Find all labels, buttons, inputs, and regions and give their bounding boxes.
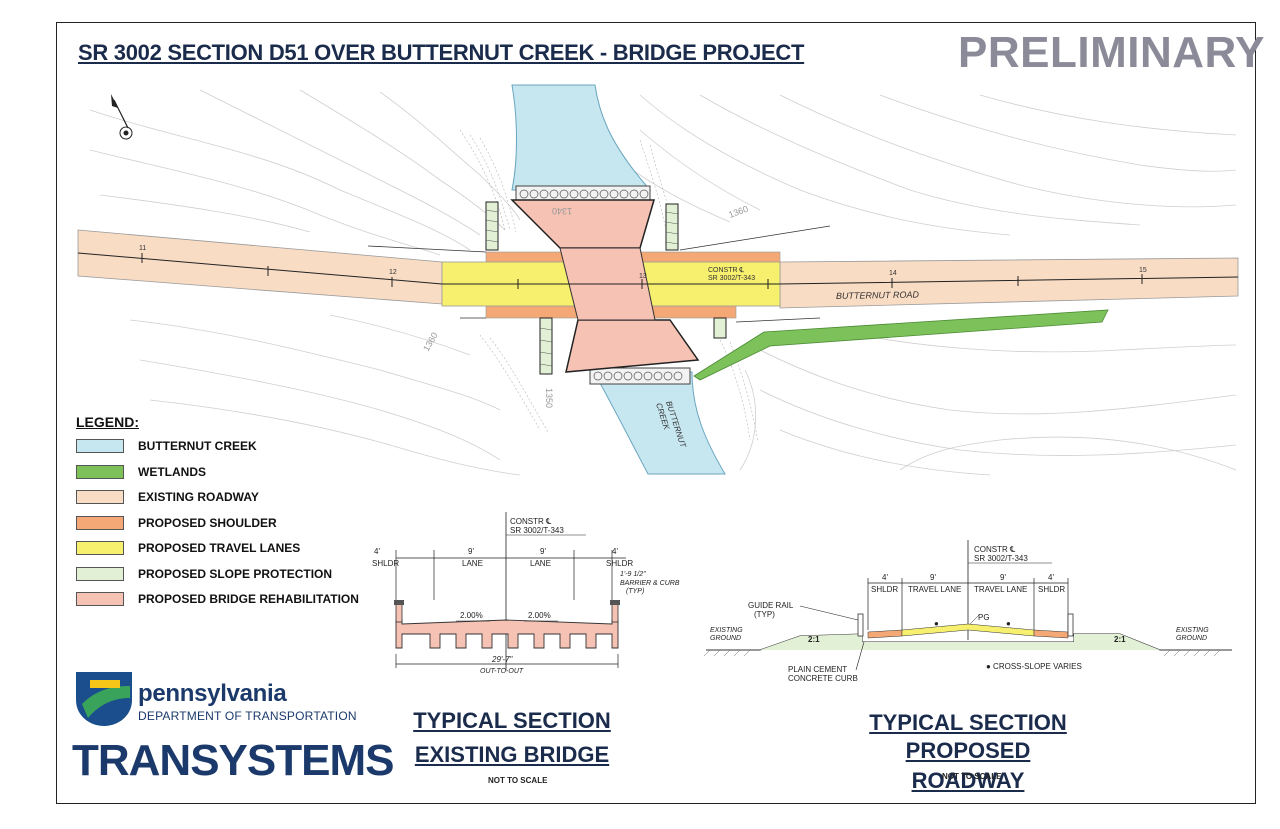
- plan-constr-label-line2: SR 3002/T-343: [708, 275, 755, 282]
- bridge-rehab-south: [565, 319, 700, 373]
- penndot-wordmark: pennsylvania: [138, 680, 287, 707]
- contour-label: 1340: [552, 206, 572, 216]
- eb-section-title-line2: EXISTING BRIDGE: [414, 742, 610, 767]
- legend-item: EXISTING ROADWAY: [76, 489, 259, 505]
- station-label: 12: [389, 269, 397, 276]
- pr-section-title-line1: TYPICAL SECTION: [869, 710, 1067, 735]
- legend-swatch: [76, 515, 124, 530]
- station-label: 14: [889, 270, 897, 277]
- legend-item: PROPOSED BRIDGE REHABILITATION: [76, 591, 359, 607]
- contour-label: 1350: [544, 388, 554, 408]
- north-arrow-icon: [111, 94, 133, 140]
- page-title: SR 3002 SECTION D51 OVER BUTTERNUT CREEK…: [78, 40, 805, 65]
- pr-section-title-line2: PROPOSED ROADWAY: [905, 738, 1031, 793]
- legend-item: BUTTERNUT CREEK: [76, 438, 257, 454]
- legend-swatch: [76, 541, 124, 555]
- slope-protection-se: [713, 317, 727, 339]
- roadway-centerline: [77, 252, 1239, 285]
- sheet-border: [56, 22, 1256, 804]
- slope-hatching: [459, 129, 759, 443]
- legend-item: PROPOSED TRAVEL LANES: [76, 540, 300, 556]
- legend-item: WETLANDS: [76, 464, 206, 480]
- transystems-logo: TRANSYSTEMS: [72, 736, 394, 785]
- slope-protection-ne: [665, 203, 679, 251]
- station-label: 11: [139, 245, 146, 252]
- contour-label: 1360: [727, 204, 749, 220]
- legend-label: PROPOSED TRAVEL LANES: [138, 541, 301, 555]
- legend-label: PROPOSED SLOPE PROTECTION: [138, 566, 333, 581]
- preliminary-stamp: PRELIMINARY: [958, 28, 1265, 77]
- topo-contours: [89, 89, 1237, 476]
- creek-south: [593, 371, 726, 475]
- legend-label: EXISTING ROADWAY: [138, 490, 259, 504]
- legend-label: BUTTERNUT CREEK: [138, 439, 257, 453]
- legend-label: PROPOSED BRIDGE REHABILITATION: [138, 592, 359, 606]
- riprap-south: [589, 367, 691, 385]
- legend-label: WETLANDS: [138, 464, 206, 479]
- station-label: 13: [639, 273, 647, 280]
- legend-swatch: [76, 566, 124, 581]
- creek-north: [511, 84, 652, 191]
- eb-nts: NOT TO SCALE: [488, 776, 548, 785]
- contour-label: 1360: [421, 331, 440, 353]
- bridge-rehab-north: [510, 199, 655, 249]
- guide-rail-nw: [367, 245, 487, 253]
- legend-swatch: [76, 490, 124, 504]
- legend-item: PROPOSED SLOPE PROTECTION: [76, 566, 332, 582]
- legend-label: PROPOSED SHOULDER: [138, 515, 277, 530]
- guide-rail-se: [735, 317, 821, 323]
- slope-protection-sw: [539, 317, 553, 375]
- legend-title: LEGEND:: [76, 414, 139, 430]
- guide-rail-ne: [679, 225, 831, 251]
- plan-constr-label-line1: CONSTR ℄: [708, 267, 745, 274]
- penndot-department: DEPARTMENT OF TRANSPORTATION: [138, 709, 357, 723]
- station-label: 15: [1139, 267, 1147, 274]
- slope-protection-nw: [485, 201, 499, 251]
- pr-nts: NOT TO SCALE: [942, 772, 1002, 781]
- legend-item: PROPOSED SHOULDER: [76, 515, 277, 531]
- road-name-label: BUTTERNUT ROAD: [836, 290, 920, 301]
- existing-roadway-west: [77, 229, 443, 305]
- legend-swatch: [76, 464, 124, 479]
- eb-section-title-line1: TYPICAL SECTION: [413, 708, 611, 733]
- legend-swatch: [76, 592, 124, 606]
- wetlands-area: [693, 309, 1109, 381]
- legend-swatch: [76, 439, 124, 453]
